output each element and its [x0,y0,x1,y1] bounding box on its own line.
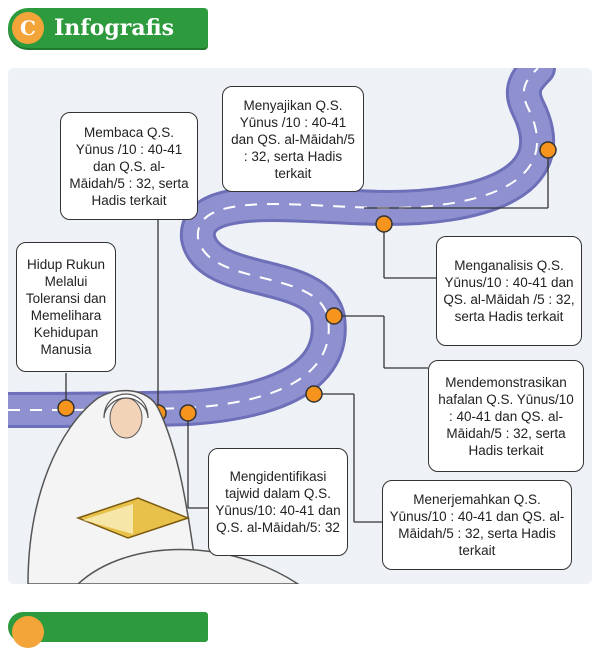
milestone-dot [57,399,75,417]
next-section-badge [12,616,44,648]
step-box-membaca: Membaca Q.S. Yūnus /10 : 40-41 dan Q.S. … [60,112,198,220]
next-section-header [8,612,208,648]
milestone-dot [305,385,323,403]
milestone-dot [179,404,197,422]
step-box-mendemonstrasikan: Mendemonstrasikan hafalan Q.S. Yūnus/10 … [428,360,584,472]
step-box-mengidentifikasi: Mengidentifikasi tajwid dalam Q.S. Yūnus… [208,448,348,556]
step-box-menganalisis: Menganalisis Q.S. Yūnus/10 : 40-41 dan Q… [436,236,582,346]
infographic-panel: Membaca Q.S. Yūnus /10 : 40-41 dan Q.S. … [8,68,592,584]
milestone-dot [325,307,343,325]
road-diagram [8,68,557,584]
step-box-hidup-rukun: Hidup Rukun Melalui Toleransi dan Memeli… [16,242,116,372]
section-title: Infografis [54,15,175,41]
milestone-dot [539,141,557,159]
girl-reading-quran-icon [27,389,300,584]
section-header: C Infografis [8,8,208,48]
step-box-menyajikan: Menyajikan Q.S. Yūnus /10 : 40-41 dan QS… [222,86,364,192]
milestone-dot [375,215,393,233]
section-letter-badge: C [12,12,44,44]
step-box-menerjemahkan: Menerjemahkan Q.S. Yūnus/10 : 40-41 dan … [382,480,572,570]
